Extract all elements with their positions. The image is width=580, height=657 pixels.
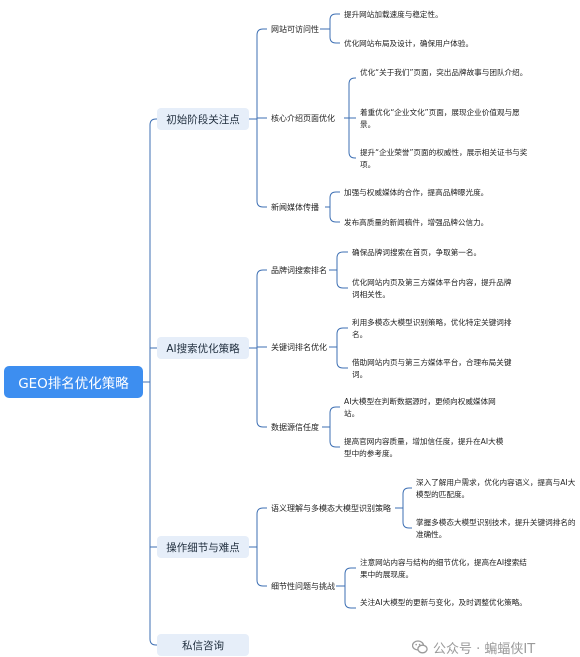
connector [256, 579, 267, 587]
leaf-item[interactable]: 提升网站加载速度与稳定性。 [344, 10, 443, 19]
leaf-item[interactable]: 深入了解用户需求，优化内容语义，提高与AI大模型的匹配度。 [416, 478, 576, 499]
leaf-item[interactable]: 提高官网内容质量，增加信任度，提升在AI大模型中的参考度。 [344, 437, 504, 458]
connector [256, 507, 267, 515]
sub-data-trust[interactable]: 数据源信任度 [271, 423, 319, 432]
sub-site-accessibility[interactable]: 网站可访问性 [271, 25, 319, 34]
watermark-text: 公众号 · 蝙蝠侠IT [433, 641, 536, 657]
leaf-item[interactable]: 优化网站内页及第三方媒体平台内容，提升品牌词相关性。 [352, 278, 512, 299]
sub-core-pages[interactable]: 核心介绍页面优化 [271, 114, 335, 123]
connector [336, 251, 348, 259]
branch-operation-details[interactable]: 操作细节与难点 [157, 536, 249, 558]
connector [149, 638, 157, 646]
connector [336, 281, 348, 289]
branch-ai-search[interactable]: AI搜索优化策略 [157, 337, 249, 359]
connector [348, 151, 356, 159]
leaf-item[interactable]: 提升“企业荣誉”页面的权威性，展示相关证书与奖项。 [360, 148, 528, 169]
leaf-item[interactable]: 着重优化“企业文化”页面，展现企业价值观与愿景。 [360, 108, 520, 129]
connector [256, 200, 267, 208]
connector [402, 487, 412, 495]
branch-private-consult[interactable]: 私信咨询 [157, 634, 249, 656]
branch-initial-stage[interactable]: 初始阶段关注点 [157, 108, 249, 130]
connector [348, 77, 356, 85]
leaf-item[interactable]: AI大模型在判断数据源时，更倾向权威媒体网站。 [344, 397, 496, 418]
sub-news-media[interactable]: 新闻媒体传播 [271, 203, 319, 212]
connector [329, 36, 340, 44]
sub-detail-challenges[interactable]: 细节性问题与挑战 [271, 582, 335, 591]
connector [256, 28, 267, 36]
connector [329, 406, 340, 414]
connector [149, 118, 157, 126]
leaf-item[interactable]: 借助网站内页与第三方媒体平台，合理布局关键词。 [352, 358, 512, 379]
sub-brand-ranking[interactable]: 品牌词搜索排名 [271, 266, 327, 275]
connector [336, 361, 348, 369]
leaf-item[interactable]: 加强与权威媒体的合作，提高品牌曝光度。 [344, 188, 489, 197]
watermark: 公众号 · 蝙蝠侠IT [412, 638, 580, 657]
connector [336, 327, 348, 335]
connector [256, 420, 267, 428]
connector [329, 215, 340, 223]
leaf-item[interactable]: 优化网站布局及设计，确保用户体验。 [344, 39, 474, 48]
sub-keyword-ranking[interactable]: 关键词排名优化 [271, 343, 327, 352]
leaf-item[interactable]: 关注AI大模型的更新与变化，及时调整优化策略。 [360, 598, 527, 607]
connector [344, 567, 356, 575]
connector [329, 191, 340, 199]
connector [329, 13, 340, 21]
connector [256, 269, 267, 277]
root-node[interactable]: GEO排名优化策略 [4, 366, 143, 398]
leaf-item[interactable]: 优化“关于我们”页面，突出品牌故事与团队介绍。 [360, 68, 528, 77]
connector [402, 521, 412, 529]
leaf-item[interactable]: 利用多模态大模型识别策略，优化特定关键词排名。 [352, 318, 512, 339]
leaf-item[interactable]: 确保品牌词搜索在首页，争取第一名。 [352, 248, 482, 257]
connector [344, 601, 356, 609]
connector [329, 440, 340, 448]
leaf-item[interactable]: 注意网站内容与结构的细节优化，提高在AI搜索结果中的展现度。 [360, 558, 527, 579]
leaf-item[interactable]: 发布高质量的新闻稿件，增强品牌公信力。 [344, 218, 489, 227]
sub-semantic-multimodal[interactable]: 语义理解与多模态大模型识别策略 [271, 504, 391, 513]
leaf-item[interactable]: 掌握多模态大模型识别技术，提升关键词排名的准确性。 [416, 518, 576, 539]
wechat-icon [412, 640, 428, 654]
